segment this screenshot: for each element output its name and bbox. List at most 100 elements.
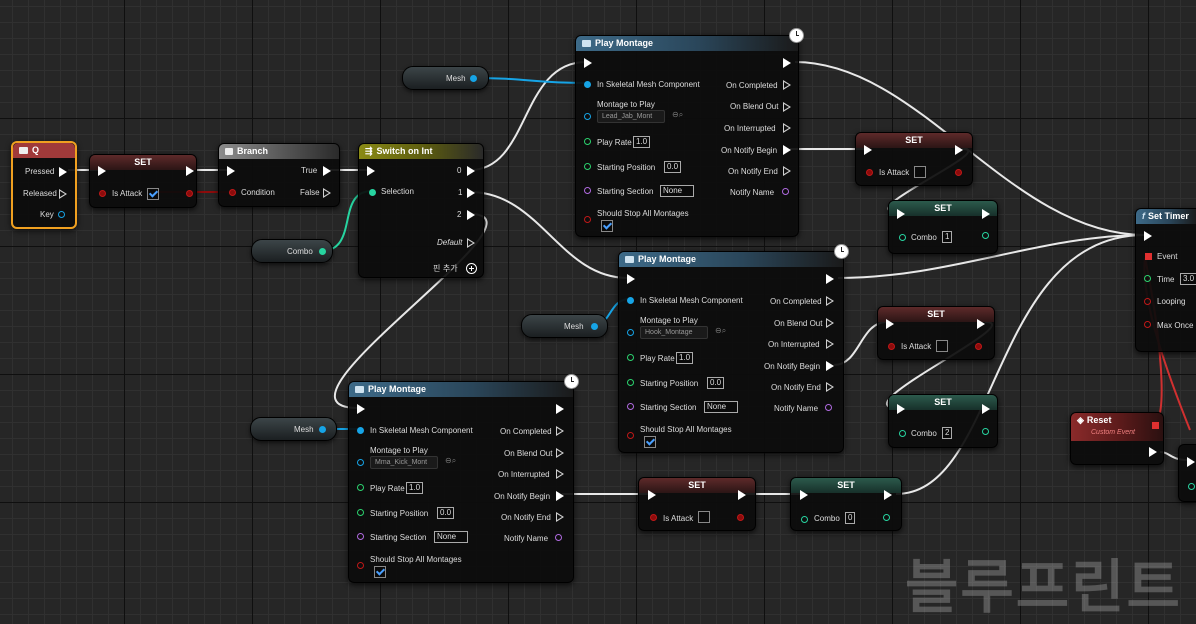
time-pin[interactable] [1144,275,1151,282]
pm1-on-notify-end-pin[interactable] [783,166,791,176]
combo-pin[interactable] [899,430,906,437]
is-attack-out-pin[interactable] [955,169,962,176]
pm3-on-blend-out-pin[interactable] [556,448,564,458]
combo-pin[interactable] [899,234,906,241]
exec-out-pin[interactable] [982,209,990,219]
set-is-attack-node-3[interactable]: SET Is Attack [877,306,995,360]
exec-out-pin[interactable] [186,166,194,176]
pm3-stop-all-pin[interactable] [357,562,364,569]
reset-exec-out[interactable] [1149,447,1157,457]
pm3-play-rate-input[interactable]: 1.0 [406,482,424,494]
is-attack-checkbox[interactable] [698,511,710,523]
pm3-montage-browse-icon[interactable]: ⊖⌕ [445,456,457,465]
exec-in-pin[interactable] [864,145,872,155]
pm2-exec-out[interactable] [826,274,834,284]
combo-value-input[interactable]: 0 [845,512,856,524]
pm1-starting-position-input[interactable]: 0.0 [664,161,682,173]
combo-out-pin[interactable] [982,428,989,435]
exec-out-pin[interactable] [982,404,990,414]
add-pin-icon[interactable] [466,263,477,274]
offscreen-exec-in[interactable] [1187,457,1195,467]
pin-1-exec[interactable] [467,188,475,198]
pm2-starting-section-input[interactable]: None [704,401,738,413]
pm2-montage-browse-icon[interactable]: ⊖⌕ [715,326,727,335]
pm2-starting-position-input[interactable]: 0.0 [707,377,725,389]
pm1-stop-all-pin[interactable] [584,216,591,223]
pm1-stop-all-checkbox[interactable] [601,220,613,232]
exec-out-pin[interactable] [884,490,892,500]
set-is-attack-node-2[interactable]: SET Is Attack [855,132,973,186]
is-attack-pin[interactable] [99,190,106,197]
switch-on-int-node[interactable]: ⇶Switch on Int 0 Selection 1 2 Default 핀… [358,143,484,278]
pm2-exec-in[interactable] [627,274,635,284]
combo-out-pin[interactable] [982,232,989,239]
exec-out-pin[interactable] [955,145,963,155]
mesh-getter-3-pin[interactable] [319,426,326,433]
pm2-on-blend-out-pin[interactable] [826,318,834,328]
set-combo-node-2[interactable]: SET Combo 2 [888,394,998,448]
pm2-montage-select[interactable]: Hook_Montage [640,326,708,339]
play-montage-node-3[interactable]: Play Montage In Skeletal Mesh Component … [348,374,579,583]
pm3-on-notify-begin-pin[interactable] [556,491,564,501]
pm1-exec-in[interactable] [584,58,592,68]
pm2-notify-name-pin[interactable] [825,404,832,411]
pm1-play-rate-pin[interactable] [584,138,591,145]
offscreen-node[interactable] [1178,444,1196,502]
is-attack-checkbox[interactable] [147,188,159,200]
exec-in-pin[interactable] [98,166,106,176]
combo-out-pin[interactable] [883,514,890,521]
false-exec-pin[interactable] [323,188,331,198]
set-is-attack-node-4[interactable]: SET Is Attack [638,477,756,531]
is-attack-out-pin[interactable] [975,343,982,350]
pm2-on-notify-begin-pin[interactable] [826,361,834,371]
is-attack-checkbox[interactable] [914,166,926,178]
pm3-starting-position-input[interactable]: 0.0 [437,507,455,519]
is-attack-out-pin[interactable] [186,190,193,197]
pm3-starting-section-input[interactable]: None [434,531,468,543]
branch-node[interactable]: Branch True Condition False [218,143,340,207]
combo-pin[interactable] [801,516,808,523]
set-is-attack-node-1[interactable]: SET Is Attack [89,154,197,208]
pm1-starting-position-pin[interactable] [584,163,591,170]
play-montage-node-1[interactable]: Play Montage In Skeletal Mesh Component … [575,28,804,237]
combo-getter-pin[interactable] [319,248,326,255]
is-attack-pin[interactable] [888,343,895,350]
reset-custom-event-node[interactable]: ◈Reset Custom Event [1070,412,1164,465]
set-combo-node-1[interactable]: SET Combo 1 [888,200,998,254]
pm3-exec-in[interactable] [357,404,365,414]
time-input[interactable]: 3.0 [1180,273,1196,285]
condition-pin[interactable] [229,189,236,196]
max-once-pin[interactable] [1144,321,1151,328]
pm3-on-completed-pin[interactable] [556,426,564,436]
pm2-starting-position-pin[interactable] [627,379,634,386]
looping-pin[interactable] [1144,298,1151,305]
switch-exec-in[interactable] [367,166,375,176]
pm1-notify-name-pin[interactable] [782,188,789,195]
pm2-play-rate-pin[interactable] [627,354,634,361]
event-delegate-pin[interactable] [1145,253,1152,260]
pm1-play-rate-input[interactable]: 1.0 [633,136,651,148]
pm1-montage-select[interactable]: Lead_Jab_Mont [597,110,665,123]
combo-getter[interactable]: Combo [251,239,333,263]
pm3-on-interrupted-pin[interactable] [556,469,564,479]
mesh-getter-2-pin[interactable] [591,323,598,330]
combo-value-input[interactable]: 2 [942,427,953,439]
mesh-getter-3[interactable]: Mesh [250,417,337,441]
offscreen-pin[interactable] [1188,483,1195,490]
pm1-on-interrupted-pin[interactable] [783,123,791,133]
pm1-montage-browse-icon[interactable]: ⊖⌕ [672,110,684,119]
is-attack-checkbox[interactable] [936,340,948,352]
pm2-on-completed-pin[interactable] [826,296,834,306]
released-exec-pin[interactable] [59,189,67,199]
is-attack-pin[interactable] [866,169,873,176]
pm3-mesh-pin[interactable] [357,427,364,434]
mesh-getter-2[interactable]: Mesh [521,314,608,338]
pm1-on-notify-begin-pin[interactable] [783,145,791,155]
selection-pin[interactable] [369,189,376,196]
pm2-stop-all-checkbox[interactable] [644,436,656,448]
pm2-starting-section-pin[interactable] [627,403,634,410]
exec-in-pin[interactable] [648,490,656,500]
pm1-on-completed-pin[interactable] [783,80,791,90]
branch-exec-in[interactable] [227,166,235,176]
pin-0-exec[interactable] [467,166,475,176]
